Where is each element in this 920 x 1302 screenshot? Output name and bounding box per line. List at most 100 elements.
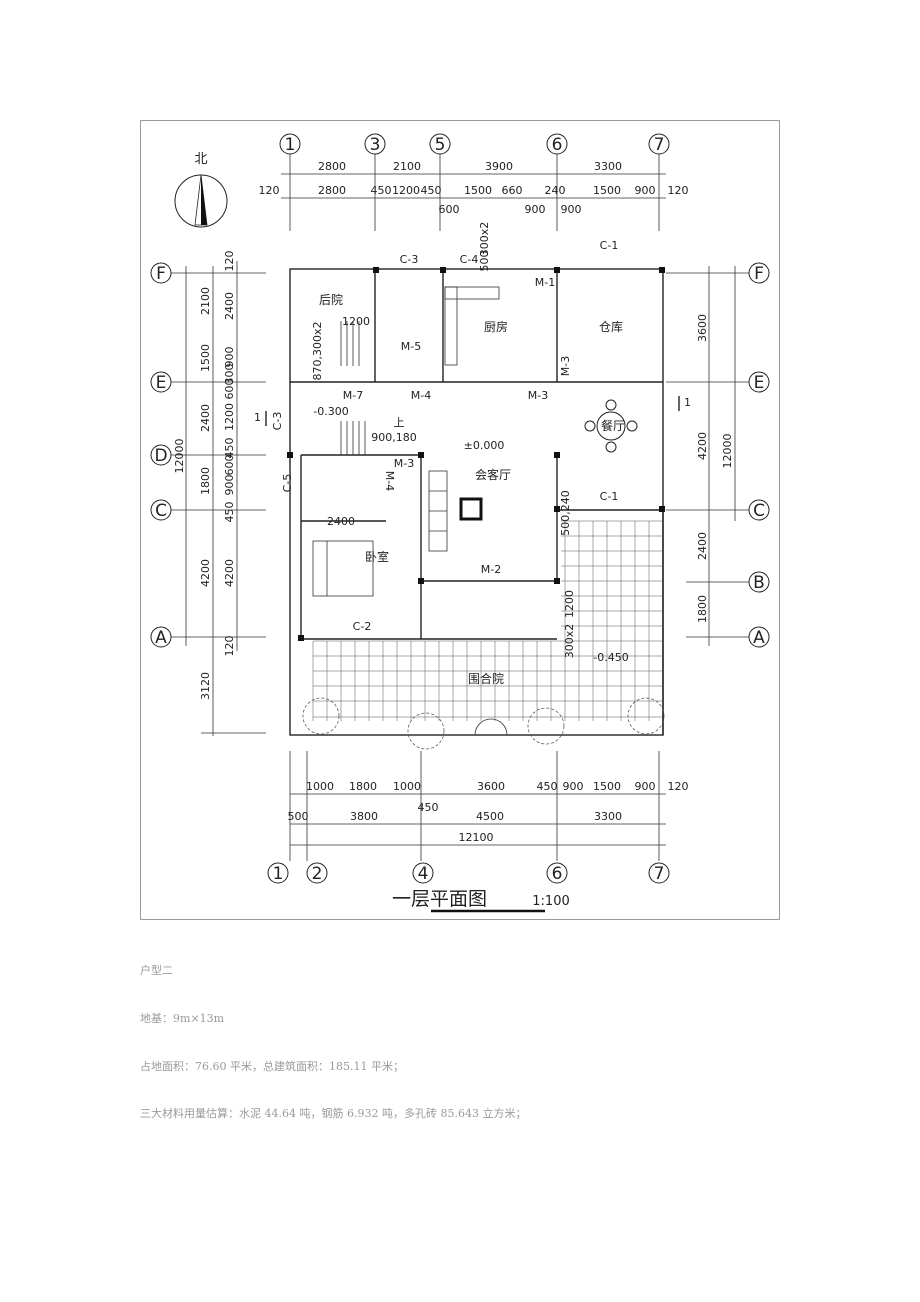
label-m3-c: M-3 bbox=[394, 457, 414, 470]
axis-left-E: E bbox=[156, 373, 167, 393]
dim-left-c3-11: 120 bbox=[223, 636, 236, 657]
label-stair-1200: 1200 bbox=[342, 315, 370, 328]
caption-materials: 三大材料用量估算：水泥 44.64 吨，钢筋 6.932 吨，多孔砖 85.64… bbox=[140, 1107, 527, 1120]
dim-top-r1-3: 3300 bbox=[594, 160, 622, 173]
dim-left-c3-5: 1200 bbox=[223, 403, 236, 431]
dim-left-total: 12000 bbox=[173, 439, 186, 474]
dim-top-r2-6: 660 bbox=[502, 184, 523, 197]
dim-top-r3-1: 900 bbox=[525, 203, 546, 216]
dim-top-r2-4: 450 bbox=[421, 184, 442, 197]
dim-right-total: 12000 bbox=[721, 434, 734, 469]
dim-top-r3-0: 600 bbox=[439, 203, 460, 216]
label-stair-500: 500 bbox=[478, 251, 491, 272]
dim-bot-r2-1: 3800 bbox=[350, 810, 378, 823]
label-m4-a: M-4 bbox=[411, 389, 431, 402]
label-elev-2: ±0.000 bbox=[464, 439, 505, 452]
dim-top-r2-1: 2800 bbox=[318, 184, 346, 197]
dim-top-r2-0: 120 bbox=[259, 184, 280, 197]
dim-left-c2-4: 4200 bbox=[199, 559, 212, 587]
dim-top-r2-3: 1200 bbox=[392, 184, 420, 197]
dim-right-1: 4200 bbox=[696, 432, 709, 460]
dim-left-c3-1: 2400 bbox=[223, 292, 236, 320]
dim-right-3: 1800 bbox=[696, 595, 709, 623]
axis-bot-6: 6 bbox=[552, 864, 563, 884]
label-stair-870: 870,300x2 bbox=[311, 322, 324, 381]
label-300x2-v: 300x2 bbox=[563, 624, 576, 659]
plan-scale: 1:100 bbox=[532, 894, 569, 909]
left-axis-markers: F E D C A bbox=[150, 262, 172, 648]
room-living: 会客厅 bbox=[475, 467, 511, 482]
label-stair-300x2: 300x2 bbox=[478, 222, 491, 257]
label-1200-v: 1200 bbox=[563, 590, 576, 618]
axis-right-C: C bbox=[753, 501, 765, 521]
dim-bot-r1-4: 450 bbox=[537, 780, 558, 793]
room-courtyard: 围合院 bbox=[468, 671, 504, 686]
label-m3-b: M-3 bbox=[528, 389, 548, 402]
floor-plan-svg: 北 1 3 5 6 7 2800 2100 3900 3300 120 2800… bbox=[150, 133, 770, 913]
dim-top-r2-8: 1500 bbox=[593, 184, 621, 197]
room-storage: 仓库 bbox=[599, 319, 623, 334]
label-c1-mid: C-1 bbox=[600, 490, 619, 503]
north-label: 北 bbox=[194, 152, 207, 167]
dim-bot-r2-0: 500 bbox=[288, 810, 309, 823]
top-dimensions: 2800 2100 3900 3300 120 2800 450 1200 45… bbox=[259, 154, 689, 231]
structural-columns bbox=[287, 267, 665, 641]
dim-left-c3-3: 300 bbox=[223, 364, 236, 385]
room-dining: 餐厅 bbox=[601, 418, 625, 433]
dim-bot-r1-5: 900 bbox=[563, 780, 584, 793]
bed-icon bbox=[312, 540, 374, 597]
bottom-dimensions: 1000 1800 1000 3600 450 900 1500 900 120… bbox=[288, 751, 689, 861]
label-m3-a: M-3 bbox=[559, 356, 572, 376]
axis-top-3: 3 bbox=[370, 135, 381, 155]
coffee-table-icon bbox=[459, 497, 483, 521]
sofa-icon bbox=[428, 470, 448, 552]
axis-top-5: 5 bbox=[435, 135, 446, 155]
axis-right-A: A bbox=[753, 628, 765, 648]
room-back-yard: 后院 bbox=[319, 293, 343, 307]
dim-top-r1-1: 2100 bbox=[393, 160, 421, 173]
stair-icon bbox=[340, 321, 366, 455]
label-m4-b: M-4 bbox=[383, 471, 396, 491]
dim-left-c3-2: 900 bbox=[223, 347, 236, 368]
dim-left-c3-8: 900 bbox=[223, 475, 236, 496]
caption-foundation: 地基：9m×13m bbox=[140, 1012, 225, 1025]
floor-plan-drawing: 北 1 3 5 6 7 2800 2100 3900 3300 120 2800… bbox=[140, 120, 780, 920]
dim-left-c2-5: 3120 bbox=[199, 672, 212, 700]
axis-left-A: A bbox=[155, 628, 167, 648]
axis-top-7: 7 bbox=[654, 135, 665, 155]
caption-house-type: 户型二 bbox=[140, 964, 173, 977]
dining-table-icon bbox=[584, 399, 638, 453]
label-c5: C-5 bbox=[281, 474, 294, 493]
label-c3-top: C-3 bbox=[400, 253, 419, 266]
bottom-axis-markers: 1 2 4 6 7 bbox=[267, 862, 670, 884]
dim-bot-r1-7: 900 bbox=[635, 780, 656, 793]
dim-left-c3-6: 450 bbox=[223, 438, 236, 459]
dim-right-0: 3600 bbox=[696, 314, 709, 342]
dim-bot-r1-1: 1800 bbox=[349, 780, 377, 793]
label-m2: M-2 bbox=[481, 563, 501, 576]
top-axis-markers: 1 3 5 6 7 bbox=[279, 133, 670, 155]
caption-area: 占地面积：76.60 平米，总建筑面积：185.11 平米； bbox=[140, 1060, 404, 1073]
axis-bot-4: 4 bbox=[418, 864, 429, 884]
dim-left-c3-10: 4200 bbox=[223, 559, 236, 587]
dim-bot-r2-3: 4500 bbox=[476, 810, 504, 823]
entrance-door-icon bbox=[474, 718, 508, 736]
dim-bot-r2-4: 3300 bbox=[594, 810, 622, 823]
dim-left-c3-7: 600 bbox=[223, 455, 236, 476]
dim-top-r2-9: 900 bbox=[635, 184, 656, 197]
dim-top-r2-7: 240 bbox=[545, 184, 566, 197]
label-500-240: 500,240 bbox=[559, 490, 572, 536]
dim-top-r2-10: 120 bbox=[668, 184, 689, 197]
label-up: 上 bbox=[394, 416, 405, 429]
building-walls bbox=[289, 268, 664, 736]
label-2400: 2400 bbox=[327, 515, 355, 528]
room-bedroom: 卧室 bbox=[365, 549, 389, 564]
dim-top-r3-2: 900 bbox=[561, 203, 582, 216]
label-m1: M-1 bbox=[535, 276, 555, 289]
axis-left-C: C bbox=[155, 501, 167, 521]
section-mark-left: 1 bbox=[254, 411, 261, 424]
dim-left-c2-0: 2100 bbox=[199, 287, 212, 315]
dim-left-c2-1: 1500 bbox=[199, 344, 212, 372]
dim-bot-r1-6: 1500 bbox=[593, 780, 621, 793]
plan-title: 一层平面图 bbox=[392, 888, 487, 910]
